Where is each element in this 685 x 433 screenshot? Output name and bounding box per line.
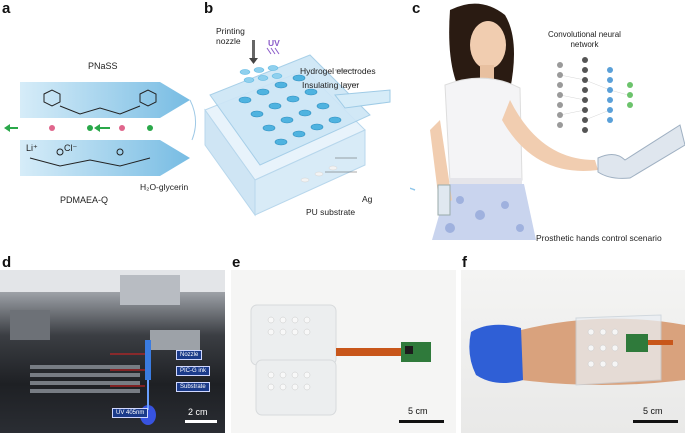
panel-letter-c: c [412, 0, 421, 17]
polymer-schematic [4, 82, 196, 176]
prosthetic-scene-illustration [410, 3, 685, 240]
scenario-label: Prosthetic hands control scenario [536, 233, 662, 243]
panel-letter-e: e [232, 254, 241, 271]
device-layer-diagram [204, 40, 391, 217]
scale-bar-f [633, 420, 678, 423]
nozzle-tag: Nozzle [176, 350, 203, 360]
arm-photo: 5 cm [461, 270, 685, 433]
cnn-label: Convolutional neural network [548, 30, 621, 49]
substrate-tag: Substrate [176, 382, 210, 392]
scale-bar-e [399, 420, 444, 423]
uv-tag: UV 405nm [112, 408, 149, 418]
panel-letter-f: f [462, 254, 467, 271]
pnass-label: PNaSS [88, 61, 118, 71]
printer-photo: Nozzle PIC-G ink Substrate UV 405nm 2 cm [0, 270, 225, 433]
scale-text-f: 5 cm [643, 406, 663, 416]
panel-letter-d: d [2, 254, 12, 271]
ag-label: Ag [362, 194, 373, 204]
cl-ion-label: Cl⁻ [64, 143, 78, 153]
insulating-layer-label: Insulating layer [302, 80, 360, 90]
pu-substrate-label: PU substrate [306, 207, 356, 217]
solvent-label: H₂O-glycerin [140, 182, 189, 192]
scale-text-d: 2 cm [188, 407, 208, 417]
hydrogel-electrodes-label: Hydrogel electrodes [300, 66, 376, 76]
panel-letter-a: a [2, 0, 11, 17]
scale-text-e: 5 cm [408, 406, 428, 416]
pdmaea-label: PDMAEA-Q [60, 195, 109, 205]
device-photo: 5 cm [231, 270, 456, 433]
printing-nozzle-label: Printing nozzle [216, 26, 245, 46]
panel-letter-b: b [204, 0, 214, 17]
li-ion-label: Li⁺ [26, 143, 38, 153]
ink-tag: PIC-G ink [176, 366, 211, 376]
scale-bar-d [185, 420, 217, 423]
uv-label: UV [268, 38, 280, 48]
